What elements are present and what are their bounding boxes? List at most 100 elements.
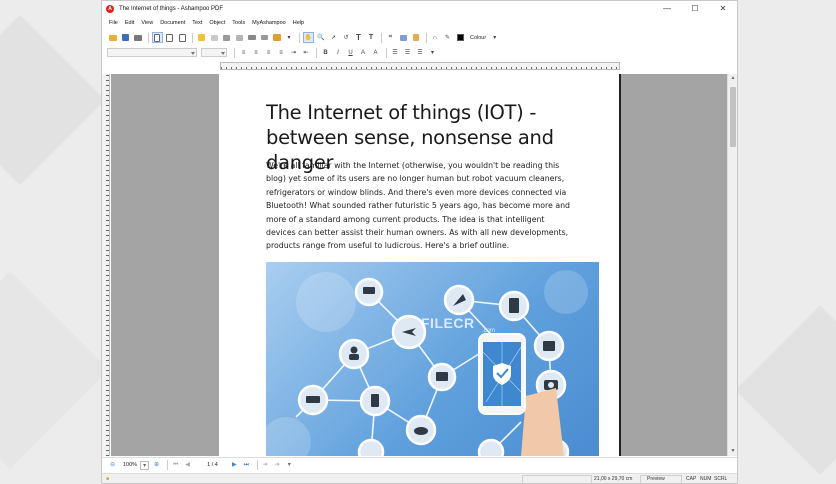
toolbar-separator (381, 32, 382, 43)
document-canvas[interactable]: The Internet of things (IOT) - between s… (111, 74, 728, 456)
navigation-bar: ⊖ 100% ▾ ⊕ ⏮ ◀ 1 / 4 ▶ ⏭ ➔ ➔ ▾ (102, 457, 737, 472)
iot-network-graphic (266, 270, 588, 456)
menu-object[interactable]: Object (209, 19, 226, 26)
toolbar-separator (425, 32, 427, 43)
toolbar-separator (316, 47, 317, 58)
menu-view[interactable]: View (141, 19, 154, 26)
image-tool-icon[interactable] (398, 32, 409, 43)
scroll-up-icon[interactable]: ▲ (730, 75, 736, 81)
status-bar: ■ 21,00 x 29,70 cm Preview CAP NUM SCRL (102, 473, 737, 483)
zoom-in-icon[interactable]: ⊕ (154, 461, 160, 468)
iot-illustration: FILECR .com (266, 262, 599, 456)
history-dropdown-icon[interactable]: ▾ (287, 461, 291, 468)
highlight-icon[interactable] (196, 32, 207, 43)
single-page-view-icon[interactable] (151, 32, 163, 43)
outdent-icon[interactable]: ⇤ (303, 50, 309, 56)
superscript-button[interactable]: A (360, 49, 365, 56)
page-indicator[interactable]: 1 / 4 (207, 462, 218, 468)
app-window: A The Internet of things - Ashampoo PDF … (101, 0, 738, 484)
toolbar-separator (256, 460, 258, 470)
pdf-page[interactable]: The Internet of things (IOT) - between s… (219, 74, 621, 456)
rotate-icon[interactable]: ↺ (343, 35, 349, 41)
menu-help[interactable]: Help (292, 19, 305, 26)
menu-document[interactable]: Document (160, 19, 186, 26)
pen-tool-icon[interactable]: ✎ (444, 35, 451, 41)
comment-icon[interactable] (209, 32, 220, 43)
desktop-decoration (0, 15, 105, 185)
menu-tools[interactable]: Tools (232, 19, 246, 26)
vertical-ruler (102, 74, 110, 456)
menu-text[interactable]: Text (192, 19, 203, 26)
snapshot-icon[interactable] (410, 32, 421, 43)
zoom-out-icon[interactable]: ⊖ (109, 461, 116, 468)
maximize-button[interactable]: ☐ (691, 4, 699, 13)
paragraph-icon[interactable]: ☰ (404, 50, 411, 56)
two-page-view-icon[interactable] (164, 32, 175, 43)
font-size-select[interactable] (201, 48, 227, 57)
align-right-icon[interactable]: ≡ (266, 49, 271, 56)
print-icon[interactable] (132, 32, 143, 43)
menu-myashampoo[interactable]: MyAshampoo (252, 19, 286, 26)
select-arrow-icon[interactable]: ➚ (330, 35, 337, 41)
close-button[interactable]: ✕ (719, 4, 727, 13)
open-file-icon[interactable] (107, 32, 118, 43)
app-logo-icon: A (106, 4, 114, 13)
stamp-icon[interactable] (221, 32, 232, 43)
save-icon[interactable] (120, 32, 131, 43)
attach-icon[interactable] (234, 32, 245, 43)
back-icon[interactable]: ➔ (262, 461, 268, 468)
underline-button[interactable]: U (348, 49, 353, 56)
forward-icon[interactable]: ➔ (274, 461, 280, 468)
colour-dropdown-icon[interactable]: ▾ (493, 35, 497, 41)
subscript-button[interactable]: A (373, 49, 378, 56)
scrollbar-thumb[interactable] (730, 87, 736, 147)
zoom-tool-icon[interactable]: 🔍 (317, 35, 325, 41)
minimize-button[interactable]: — (663, 4, 671, 13)
view-mode: Preview (647, 476, 665, 482)
align-center-icon[interactable]: ≡ (254, 49, 258, 56)
bold-button[interactable]: B (323, 49, 328, 56)
crop-icon[interactable]: ⌗ (388, 34, 393, 40)
colour-picker-button[interactable] (455, 32, 466, 43)
dropdown-arrow-icon[interactable]: ▾ (287, 35, 291, 41)
indent-icon[interactable]: ⇥ (290, 50, 297, 56)
fill-colour-icon[interactable] (271, 32, 282, 43)
menu-edit[interactable]: Edit (124, 19, 135, 26)
text-edit-icon[interactable]: T (368, 34, 374, 41)
watermark-text: FILECR (421, 315, 475, 331)
desktop-decoration (735, 305, 836, 475)
hand-tool-icon[interactable]: ✋ (303, 32, 314, 43)
zoom-level[interactable]: 100% (123, 462, 138, 468)
next-page-icon[interactable]: ▶ (231, 461, 237, 468)
font-family-select[interactable] (107, 48, 197, 57)
line-spacing-icon[interactable]: ☰ (392, 50, 398, 56)
desktop-decoration (0, 271, 109, 469)
text-tool-icon[interactable]: T (356, 33, 361, 42)
toolbar-separator (299, 32, 300, 43)
scroll-down-icon[interactable]: ▼ (730, 448, 736, 454)
toolbar-separator (147, 32, 149, 43)
toolbar-separator (192, 32, 193, 43)
signature-icon[interactable] (246, 32, 257, 43)
format-toolbar: ≡ ≡ ≡ ≡ ⇥ ⇤ B I U A A ☰ ☰ ☰ ▾ (102, 45, 737, 60)
last-page-icon[interactable]: ⏭ (243, 461, 249, 468)
vertical-scrollbar[interactable]: ▲ ▼ (727, 74, 737, 456)
align-left-icon[interactable]: ≡ (241, 49, 246, 56)
toolbar-separator (385, 47, 387, 58)
title-bar: A The Internet of things - Ashampoo PDF … (102, 1, 737, 16)
menu-file[interactable]: File (109, 19, 118, 26)
first-page-icon[interactable]: ⏮ (172, 461, 179, 468)
curve-tool-icon[interactable]: ∩ (432, 34, 438, 41)
dropdown-arrow-icon[interactable]: ▾ (430, 50, 434, 56)
previous-page-icon[interactable]: ◀ (185, 461, 190, 468)
link-icon[interactable] (259, 32, 270, 43)
toolbar-separator (167, 460, 169, 470)
watermark-suffix: .com (482, 328, 496, 334)
list-icon[interactable]: ☰ (417, 50, 423, 56)
italic-button[interactable]: I (337, 49, 339, 56)
zoom-dropdown-icon[interactable]: ▾ (140, 460, 150, 470)
page-body-text: We're all familiar with the Internet (ot… (266, 161, 570, 251)
main-toolbar: ▾ ✋ 🔍 ➚ ↺ T T ⌗ ∩ ✎ Colour ▾ (102, 30, 737, 45)
justify-icon[interactable]: ≡ (279, 49, 283, 56)
export-page-icon[interactable] (177, 32, 188, 43)
